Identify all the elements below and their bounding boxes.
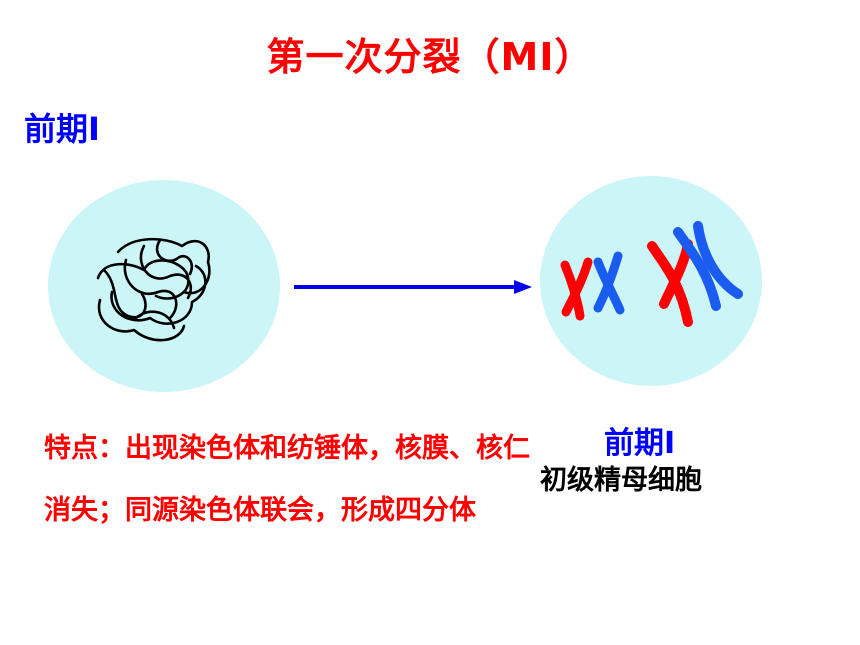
stage-label: 前期Ⅰ [24, 110, 100, 148]
chromosome-red-large [647, 239, 693, 327]
cell-name-label: 初级精母细胞 [540, 465, 702, 496]
chromatin-tangle [96, 237, 211, 342]
arrow-icon [294, 280, 532, 294]
chromosome-blue-small [593, 251, 625, 315]
chromosome-red-small [560, 257, 593, 321]
chromosome-blue-large [673, 221, 743, 311]
slide-title: 第一次分裂（MⅠ） [266, 35, 594, 79]
features-text: 特点：出现染色体和纺锤体，核膜、核仁消失；同源染色体联会，形成四分体 [44, 433, 530, 526]
right-stage-label: 前期Ⅰ [604, 426, 676, 461]
cell-interphase [48, 180, 280, 392]
